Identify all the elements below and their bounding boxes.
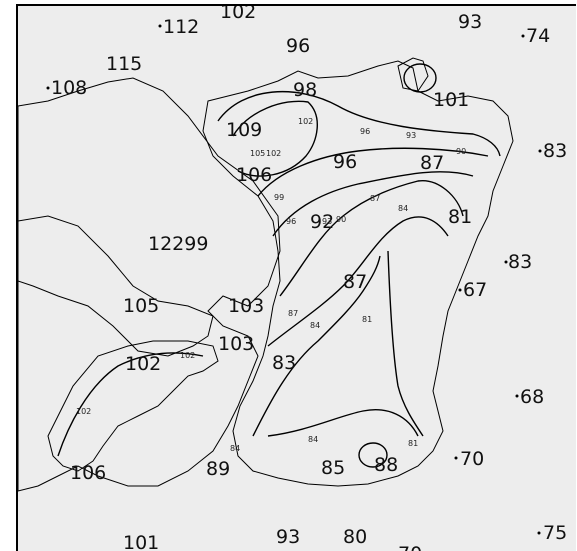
station-value: 108: [51, 77, 87, 99]
contour-ring: [403, 63, 437, 93]
map-canvas: 112 102 96 93 74 115 108 98 101 109 83 9…: [18, 6, 576, 551]
station-value: 96: [333, 151, 357, 173]
station-value: 93: [458, 11, 482, 33]
contour-label: 84: [310, 321, 320, 330]
station-value: 96: [286, 35, 310, 57]
station-value: 81: [448, 206, 472, 228]
shandong-peninsula: [47, 340, 219, 472]
station-value: 103: [218, 333, 254, 355]
contour-label: 102: [180, 351, 195, 360]
contour-label: 93: [322, 217, 332, 226]
station-value: 105: [123, 295, 159, 317]
station-value: 83: [272, 352, 296, 374]
contour-label: 87: [370, 194, 380, 203]
contour-line: [217, 90, 501, 157]
station-value: 83: [508, 251, 532, 273]
station-value: 12299: [148, 233, 208, 255]
station-dot: [537, 531, 541, 535]
station-value: 93: [276, 526, 300, 548]
station-value: 75: [543, 522, 567, 544]
station-value: 67: [463, 279, 487, 301]
contour-label: 102: [266, 149, 281, 158]
station-value: 112: [163, 16, 199, 38]
contour-label: 99: [274, 193, 284, 202]
contour-line: [252, 255, 381, 437]
station-value: 87: [343, 271, 367, 293]
contour-line: [232, 100, 318, 177]
station-value: 74: [526, 25, 550, 47]
land-background: [18, 6, 576, 551]
station-dot: [158, 24, 162, 28]
station-dot: [504, 260, 508, 264]
station-dot: [521, 34, 525, 38]
station-dot: [515, 394, 519, 398]
contour-label: 90: [456, 147, 466, 156]
contour-line: [279, 180, 464, 297]
station-value: 106: [70, 462, 106, 484]
contour-line: [272, 171, 474, 237]
contour-label: 84: [398, 204, 408, 213]
station-value: 88: [374, 454, 398, 476]
contour-line: [57, 352, 204, 457]
station-dot: [538, 149, 542, 153]
peninsula-land: [18, 215, 214, 357]
map-frame: 112 102 96 93 74 115 108 98 101 109 83 9…: [16, 4, 576, 551]
contour-label: 105: [250, 149, 265, 158]
station-value: 83: [543, 140, 567, 162]
sea-area: [18, 77, 281, 492]
contour-line: [257, 147, 489, 197]
contour-label: 90: [336, 215, 346, 224]
contour-label: 96: [360, 127, 370, 136]
station-value: 115: [106, 53, 142, 75]
contour-label: 102: [298, 117, 313, 126]
station-value: 102: [220, 6, 256, 23]
contour-label: 81: [408, 439, 418, 448]
station-value: 70: [398, 543, 422, 551]
station-dot: [454, 456, 458, 460]
station-value: 101: [123, 532, 159, 551]
station-value: 92: [310, 211, 334, 233]
contour-line: [267, 216, 449, 347]
northeast-bump: [397, 57, 429, 92]
contour-ring: [358, 442, 388, 468]
contour-label: 84: [308, 435, 318, 444]
station-value: 101: [433, 89, 469, 111]
contour-label: 84: [230, 444, 240, 453]
contour-label: 93: [406, 131, 416, 140]
contour-label: 102: [76, 407, 91, 416]
contour-label: 96: [286, 217, 296, 226]
contour-line: [387, 250, 424, 437]
contour-line: [267, 409, 419, 437]
station-dot: [46, 86, 50, 90]
station-value: 70: [460, 448, 484, 470]
station-value: 80: [343, 526, 367, 548]
study-region: [202, 60, 514, 487]
station-value: 103: [228, 295, 264, 317]
station-value: 89: [206, 458, 230, 480]
station-value: 87: [420, 152, 444, 174]
station-value: 85: [321, 457, 345, 479]
station-value: 109: [226, 119, 262, 141]
station-value: 68: [520, 386, 544, 408]
station-value: 106: [236, 164, 272, 186]
station-value: 98: [293, 79, 317, 101]
contour-label: 87: [288, 309, 298, 318]
station-value: 102: [125, 353, 161, 375]
station-dot: [458, 288, 462, 292]
contour-label: 81: [362, 315, 372, 324]
